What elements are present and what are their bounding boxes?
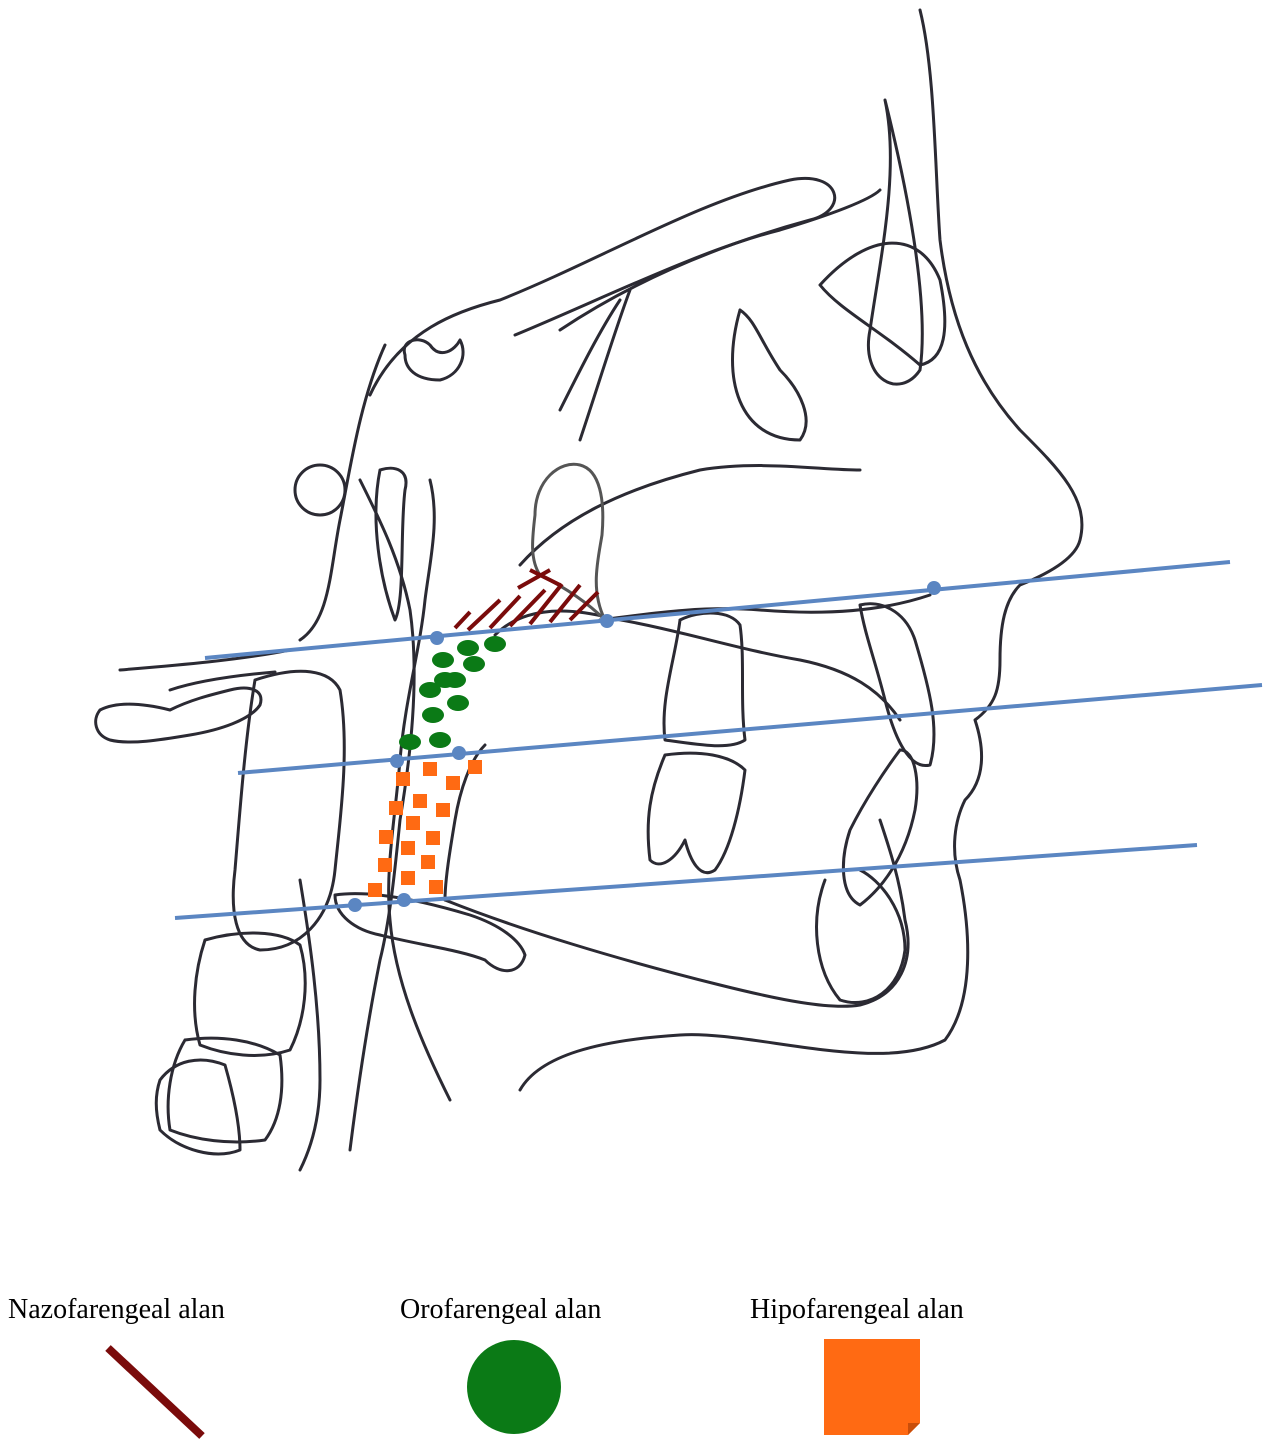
oropharyngeal-dot — [429, 732, 451, 748]
hypopharyngeal-square — [401, 871, 415, 885]
oropharyngeal-dot — [432, 652, 454, 668]
mandible-symphysis — [817, 870, 905, 1003]
hypopharyngeal-square — [396, 772, 410, 786]
oropharyngeal-dot — [422, 707, 444, 723]
hypopharyngeal-square — [436, 803, 450, 817]
condyle — [96, 688, 261, 742]
nasopharyngeal-hatch-line — [468, 600, 500, 630]
oropharyngeal-dot — [447, 695, 469, 711]
oropharyngeal-dot — [484, 636, 506, 652]
soft-tissue-profile — [520, 10, 1082, 1090]
nasopharyngeal-hatch-line — [455, 612, 470, 628]
upper-incisor — [860, 604, 934, 766]
oropharyngeal-circle-icon — [462, 1335, 566, 1439]
reference-line — [175, 845, 1197, 918]
hypopharyngeal-square — [429, 880, 443, 894]
oropharyngeal-dot — [419, 682, 441, 698]
hypopharyngeal-square — [379, 830, 393, 844]
reference-point — [390, 754, 404, 768]
hypopharyngeal-square — [468, 760, 482, 774]
hypopharyngeal-square — [426, 831, 440, 845]
legend-label-oropharyngeal: Orofarengeal alan — [400, 1296, 601, 1324]
hypopharyngeal-square — [423, 762, 437, 776]
reference-point — [927, 581, 941, 595]
reference-point — [430, 631, 444, 645]
reference-line — [205, 562, 1230, 658]
reference-point — [600, 614, 614, 628]
sella-turcica — [404, 340, 463, 380]
hypopharyngeal-square — [378, 858, 392, 872]
reference-point — [452, 746, 466, 760]
ear-rod-circle — [295, 465, 345, 515]
maxillary-sinus — [733, 310, 807, 440]
oropharyngeal-dot — [399, 734, 421, 750]
hypopharyngeal-square — [413, 794, 427, 808]
nasopharyngeal-hatch-line — [530, 584, 562, 624]
hypopharyngeal-square — [446, 776, 460, 790]
reference-point — [397, 893, 411, 907]
tongue-outline — [495, 611, 900, 720]
palate-outline — [520, 466, 860, 565]
lower-incisor — [843, 750, 916, 905]
hypopharyngeal-square-icon — [820, 1335, 924, 1439]
legend-label-hypopharyngeal: Hipofarengeal alan — [750, 1296, 964, 1324]
mandible-outline — [445, 820, 908, 1006]
hypopharyngeal-square — [368, 883, 382, 897]
hypopharyngeal-square — [406, 816, 420, 830]
orbit-outline — [820, 243, 945, 365]
hypopharyngeal-square — [389, 801, 403, 815]
hypopharyngeal-square — [421, 855, 435, 869]
oropharyngeal-dot — [463, 656, 485, 672]
legend-label-nasopharyngeal: Nazofarengeal alan — [8, 1296, 225, 1324]
nasopharyngeal-line-icon — [100, 1340, 210, 1440]
anterior-cranial-line — [370, 178, 835, 395]
oropharyngeal-dot — [444, 672, 466, 688]
oropharyngeal-dot — [457, 640, 479, 656]
reference-point — [348, 898, 362, 912]
nasopharyngeal-hatch-line — [510, 590, 545, 626]
lower-molar — [648, 753, 745, 873]
pharyngeal-wall-posterior-2 — [389, 480, 450, 1100]
hypopharyngeal-square — [401, 841, 415, 855]
